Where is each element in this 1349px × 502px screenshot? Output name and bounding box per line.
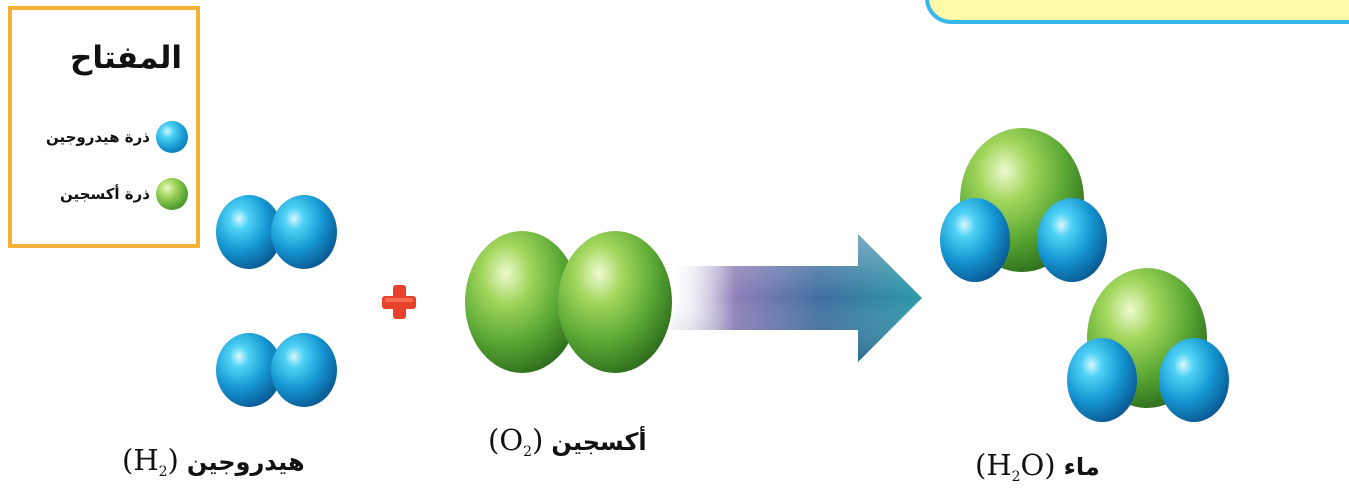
legend-title: المفتاح <box>70 40 182 76</box>
water-caption: (H2O) ماء <box>975 448 1100 485</box>
legend-label-hydrogen: ذرة هيدروجين <box>46 128 150 146</box>
plus-icon <box>382 285 416 319</box>
legend-label-oxygen: ذرة أكسجين <box>60 185 150 203</box>
reaction-arrow-icon <box>672 234 922 362</box>
oxygen-caption: (O2) أكسجين <box>488 423 647 460</box>
oxygen-label: أكسجين <box>551 428 647 456</box>
water-molecule-bottom <box>1067 268 1229 422</box>
hydrogen-atom-icon <box>156 121 188 153</box>
legend-item-hydrogen: ذرة هيدروجين <box>46 120 188 154</box>
legend-box: المفتاح ذرة هيدروجين ذرة أكسجين <box>8 6 200 248</box>
hydrogen-molecule-top <box>216 195 337 269</box>
water-formula: (H2O) <box>975 448 1056 485</box>
oxygen-atom-icon <box>156 178 188 210</box>
top-callout-box <box>925 0 1349 24</box>
water-molecule-top <box>940 128 1107 282</box>
hydrogen-label: هيدروجين <box>186 448 305 476</box>
hydrogen-molecule-bottom <box>216 333 337 407</box>
hydrogen-caption: (H2) هيدروجين <box>122 443 305 480</box>
water-label: ماء <box>1063 453 1100 481</box>
oxygen-formula: (O2) <box>488 423 544 460</box>
legend-item-oxygen: ذرة أكسجين <box>60 177 188 211</box>
oxygen-molecule <box>465 231 672 373</box>
hydrogen-formula: (H2) <box>122 443 179 480</box>
